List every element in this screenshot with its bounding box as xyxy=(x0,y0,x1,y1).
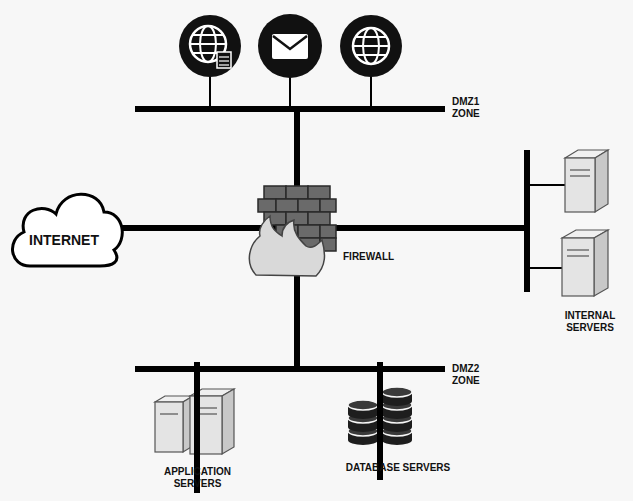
mail-server-icon xyxy=(273,36,307,49)
server-icon xyxy=(565,158,595,212)
network-link xyxy=(294,278,300,362)
node-label: FIREWALL xyxy=(343,251,400,263)
firewall-icon xyxy=(249,186,336,276)
firewall-node: FIREWALL xyxy=(250,183,402,278)
mail-server-icon xyxy=(272,34,308,59)
firewall-icon xyxy=(298,225,320,238)
server-icon xyxy=(562,230,608,296)
server-icon xyxy=(595,150,608,212)
web-server-icon xyxy=(217,52,231,68)
firewall-icon xyxy=(286,186,308,199)
cloud-node: INTERNET xyxy=(8,190,122,266)
web-server-icon xyxy=(353,28,389,64)
mail-server-icon xyxy=(258,14,322,78)
database-icon xyxy=(348,400,378,419)
network-wire xyxy=(524,150,530,292)
node-label: APPLICATION SERVERS xyxy=(150,466,245,490)
firewall-icon xyxy=(298,199,320,212)
node-label: DMZ2 ZONE xyxy=(452,363,490,387)
stem-wire xyxy=(197,76,565,392)
server-icon xyxy=(567,255,589,256)
firewall-icon xyxy=(258,199,276,212)
firewall-icon xyxy=(249,216,324,276)
server-icon xyxy=(155,402,183,452)
server-icon xyxy=(567,249,589,250)
server-icon xyxy=(155,396,193,452)
web-server-icon xyxy=(219,56,229,57)
mail-server-icon xyxy=(258,14,322,78)
web-server-icon xyxy=(179,15,241,77)
stem-wire xyxy=(530,184,565,186)
web-server-icon xyxy=(190,43,226,45)
server-group: INTERNAL SERVERS xyxy=(520,150,632,340)
server-icon xyxy=(562,238,594,296)
web-server-icon xyxy=(353,45,389,47)
database-group: DATABASE SERVERS xyxy=(338,388,460,480)
network-link xyxy=(122,225,250,231)
server-icon xyxy=(160,413,178,414)
web-server-icon xyxy=(356,36,386,38)
firewall-icon xyxy=(308,186,330,199)
server-group: APPLICATION SERVERS xyxy=(150,388,247,493)
stem-wire xyxy=(289,76,291,109)
web-server-icon xyxy=(179,15,241,77)
network-wire xyxy=(135,366,445,372)
database-icon xyxy=(382,387,412,406)
stem-wire xyxy=(209,76,211,109)
firewall-icon xyxy=(320,225,336,238)
firewall-icon xyxy=(320,199,336,212)
node-label: DMZ1 ZONE xyxy=(452,96,490,120)
server-icon xyxy=(222,389,234,454)
server-icon xyxy=(594,230,608,296)
node-label: INTERNET xyxy=(8,232,120,248)
network-link xyxy=(402,225,520,231)
network-wire xyxy=(118,109,527,369)
cloud-shape xyxy=(13,194,123,266)
firewall-icon xyxy=(264,186,286,199)
web-server-icon xyxy=(219,60,229,61)
web-server-icon xyxy=(219,64,229,65)
web-server-icon xyxy=(193,34,223,36)
node-label: INTERNAL SERVERS xyxy=(550,310,630,334)
web-server-icon xyxy=(340,15,402,77)
node-label: DATABASE SERVERS xyxy=(338,462,458,474)
server-icon xyxy=(570,175,590,176)
stem-wire xyxy=(530,267,562,269)
firewall-icon xyxy=(308,212,330,225)
stem-wire xyxy=(370,76,372,109)
network-link xyxy=(294,122,300,183)
web-server-icon xyxy=(356,54,386,56)
zone-bus: DMZ2 ZONE xyxy=(135,362,492,389)
zone-bus: DMZ1 ZONE xyxy=(135,92,492,122)
firewall-icon xyxy=(276,199,298,212)
server-icon xyxy=(565,150,608,212)
web-server-icon xyxy=(340,15,402,77)
server-icon xyxy=(570,169,590,170)
cloud-shape xyxy=(13,194,123,266)
